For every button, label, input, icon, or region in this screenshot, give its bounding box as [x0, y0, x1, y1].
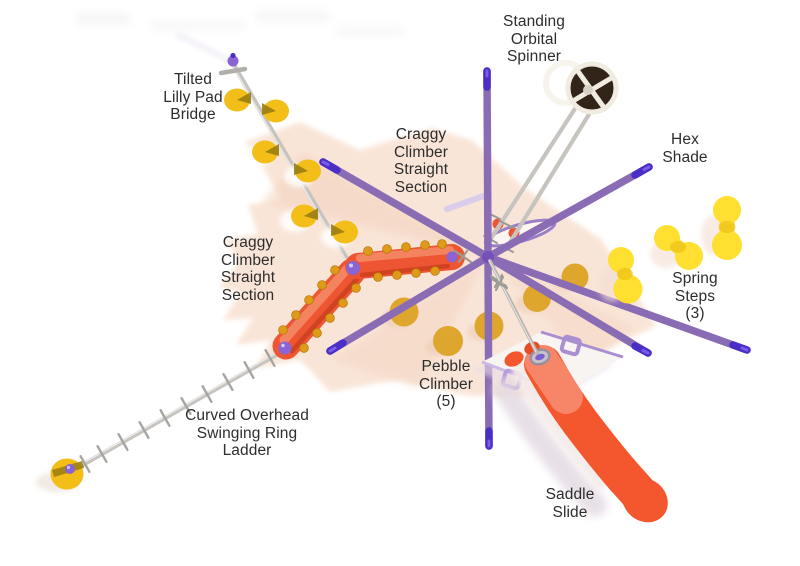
orbital-spinner	[543, 60, 619, 115]
label-craggy-climber-straight-section-center: Craggy Climber Straight Section	[393, 126, 449, 196]
label-tilted-lilly-pad-bridge: Tilted Lilly Pad Bridge	[163, 71, 223, 123]
bridge-top-connector	[227, 55, 239, 67]
bridge-crossbar	[218, 66, 248, 76]
ring-ladder	[36, 349, 284, 492]
pebble	[433, 326, 463, 356]
label-hex-shade: Hex Shade	[662, 131, 708, 166]
spring-step	[654, 225, 703, 270]
saddle-slide	[493, 341, 668, 523]
spring-steps	[598, 196, 742, 304]
ghost-artifacts	[75, 10, 405, 37]
ladder-end-connector	[65, 464, 75, 474]
label-saddle-slide: Saddle Slide	[545, 486, 595, 521]
spring-step	[712, 196, 742, 260]
climber-knobs	[278, 239, 447, 353]
lilly-pad-bridge	[174, 31, 358, 271]
climber-hub-connector	[446, 251, 458, 263]
label-standing-orbital-spinner: Standing Orbital Spinner	[503, 13, 565, 65]
lilly-pads	[224, 88, 358, 244]
craggy-climber-tube-steep	[272, 258, 366, 360]
hex-shade-beams	[319, 67, 751, 450]
ladder-rungs	[79, 349, 276, 473]
slide-support-rod	[488, 259, 539, 355]
hub-connector	[482, 251, 494, 263]
label-curved-overhead-swinging-ring-ladder: Curved Overhead Swinging Ring Ladder	[185, 407, 309, 459]
saddle-horn	[504, 351, 524, 367]
label-spring-steps: Spring Steps (3)	[672, 270, 718, 322]
label-craggy-climber-straight-section-left: Craggy Climber Straight Section	[220, 234, 276, 304]
spring-step	[608, 247, 643, 304]
climber-end-connector	[278, 341, 292, 355]
climber-joint-connector	[346, 261, 360, 275]
craggy-climbers	[272, 239, 465, 360]
label-pebble-climber: Pebble Climber (5)	[418, 358, 474, 410]
spinner-support-poles	[487, 101, 594, 252]
